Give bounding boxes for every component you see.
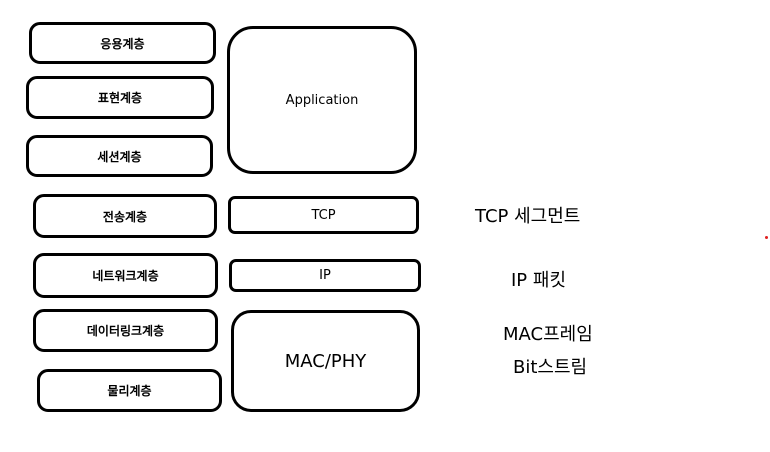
tcpip-link-layer-label: MAC/PHY	[284, 350, 367, 372]
osi-physical-layer-label: 물리계층	[107, 384, 152, 398]
osi-presentation-layer-label: 표현계층	[97, 91, 143, 105]
tcpip-application-layer-label: Application	[285, 92, 359, 108]
osi-application-layer: 응용계층	[29, 22, 216, 64]
osi-session-layer: 세션계층	[26, 135, 213, 177]
mac-frame-label: MAC프레임	[503, 324, 593, 345]
bitstream-label: Bit스트림	[513, 357, 588, 378]
osi-network-layer: 네트워크계층	[33, 253, 218, 298]
tcpip-internet-layer-label: IP	[319, 268, 331, 283]
osi-datalink-layer: 데이터링크계층	[33, 309, 218, 352]
osi-transport-layer-label: 전송계층	[102, 209, 148, 224]
tcpip-link-layer: MAC/PHY	[231, 310, 420, 412]
osi-application-layer-label: 응용계층	[100, 36, 145, 51]
tcpip-transport-layer: TCP	[228, 196, 419, 234]
tcpip-internet-layer: IP	[229, 259, 421, 292]
ip-packet-label: IP 패킷	[511, 270, 567, 291]
osi-network-layer-label: 네트워크계층	[92, 269, 159, 283]
tcpip-transport-layer-label: TCP	[311, 207, 336, 223]
osi-datalink-layer-label: 데이터링크계층	[86, 324, 165, 338]
osi-presentation-layer: 표현계층	[26, 76, 214, 119]
red-dot	[765, 236, 768, 239]
tcpip-application-layer: Application	[227, 26, 417, 174]
osi-transport-layer: 전송계층	[33, 194, 217, 238]
osi-physical-layer: 물리계층	[37, 369, 222, 412]
tcp-segment-label: TCP 세그먼트	[475, 206, 581, 227]
osi-session-layer-label: 세션계층	[97, 149, 142, 164]
